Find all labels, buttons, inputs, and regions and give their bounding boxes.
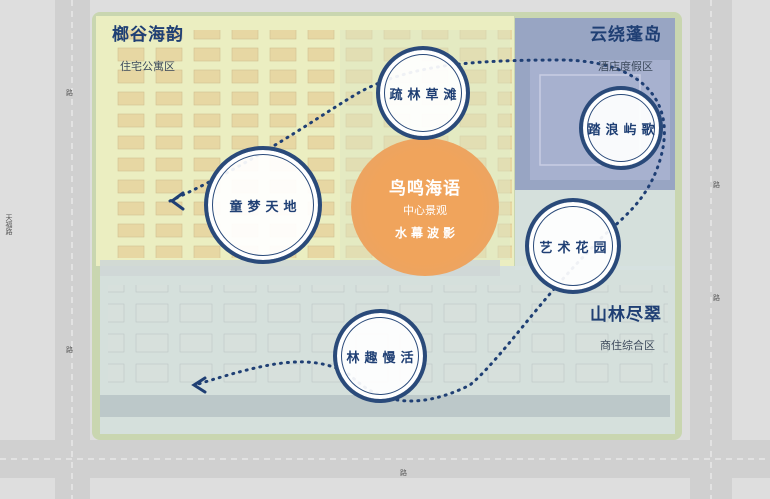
node-label-linqu: 林趣慢活 [346,350,419,366]
node-label-yishu: 艺术花园 [539,240,612,256]
node-label-tongmeng: 童梦天地 [229,199,302,215]
route-arrow-southwest [191,376,207,394]
route-arrow-west [169,191,185,211]
zone-type-northeast: 酒店度假区 [598,60,653,73]
node-yishu-huayuan: 艺术花园 [525,198,621,294]
node-tongmeng-tiandi: 童梦天地 [204,146,322,264]
road-label-left-b: 路 [66,346,73,354]
road-label-right-a: 路 [713,181,720,189]
center-type: 中心景观 [403,204,447,217]
node-label-talang: 踏浪屿歌 [587,122,660,138]
zone-type-northwest: 住宅公寓区 [120,60,175,73]
node-shulin-caotan: 疏林草滩 [376,46,470,140]
tour-route [168,58,666,403]
node-label-shulin: 疏林草滩 [389,87,462,103]
zone-title-southeast: 山林尽翠 [590,305,662,325]
parking-strip [100,395,670,417]
central-landscape-circle: 鸟鸣海语 中心景观 水幕波影 [351,138,499,276]
road-label-left-a: 路 [66,89,73,97]
left-road [55,0,90,499]
node-linqu-manhuo: 林趣慢活 [333,309,427,403]
zone-type-southeast: 商住综合区 [600,339,655,352]
center-name: 鸟鸣海语 [389,179,461,199]
road-label-left-street: 天福路 [5,214,13,235]
zone-title-northeast: 云绕蓬岛 [590,25,662,45]
right-road [690,0,732,499]
node-talang-yuge: 踏浪屿歌 [579,86,663,170]
center-feature: 水幕波影 [394,226,459,240]
zone-title-northwest: 榔谷海韵 [112,25,184,45]
road-label-bottom: 路 [400,469,407,477]
road-label-right-b: 路 [713,294,720,302]
